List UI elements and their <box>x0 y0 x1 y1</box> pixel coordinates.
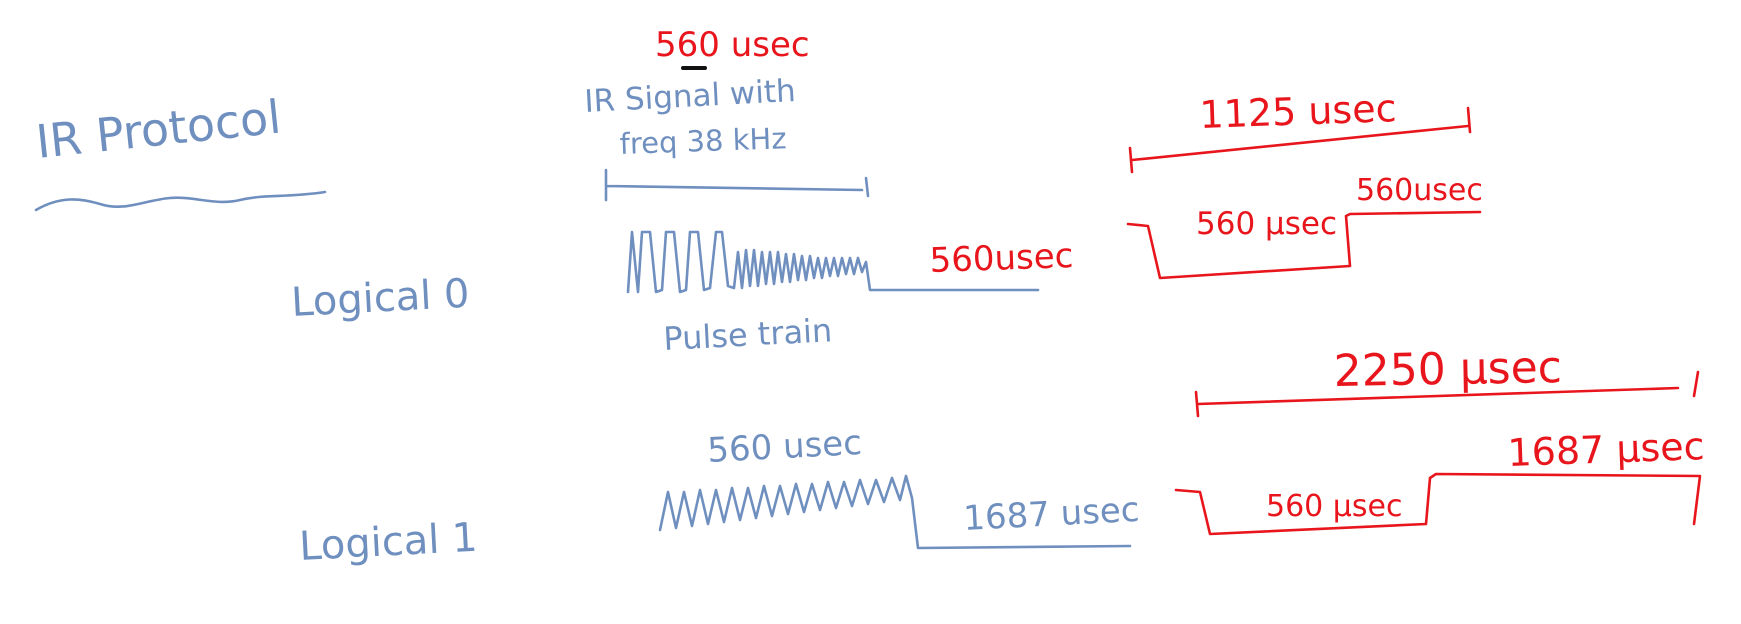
pulse-train-label: Pulse train <box>662 311 833 358</box>
pulse-train-waveform <box>626 230 1040 294</box>
carrier-desc-line2: freq 38 kHz <box>619 121 787 161</box>
logical-1-label: Logical 1 <box>298 515 479 570</box>
logical-0-label: Logical 0 <box>290 271 471 326</box>
logical-0-digital-waveform <box>1126 210 1482 280</box>
carrier-desc-line1: IR Signal with <box>584 73 797 120</box>
logical-1-space-label: 1687 usec <box>962 490 1140 539</box>
logical-0-mark-label-right: 560 μsec <box>1196 206 1337 242</box>
logical-1-mark-label-right: 560 μsec <box>1266 489 1402 524</box>
carrier-duration-bracket <box>604 168 870 202</box>
logical-0-space-label: 560usec <box>929 236 1074 281</box>
logical-0-space-label-right: 560usec <box>1356 173 1483 208</box>
carrier-duration-label: 560 usec <box>655 25 810 65</box>
logical-1-burst-waveform <box>658 474 1132 550</box>
diagram-title: IR Protocol <box>34 90 284 169</box>
logical-1-period-bracket <box>1194 370 1700 418</box>
logical-1-digital-waveform <box>1174 472 1702 536</box>
logical-1-mark-label: 560 usec <box>706 423 862 471</box>
logical-1-space-label-right: 1687 μsec <box>1507 424 1705 475</box>
logical-0-period-label: 1125 usec <box>1199 86 1397 137</box>
title-underline <box>34 190 327 212</box>
logical-1-period-label: 2250 μsec <box>1333 342 1562 397</box>
logical-0-period-bracket <box>1128 106 1472 174</box>
